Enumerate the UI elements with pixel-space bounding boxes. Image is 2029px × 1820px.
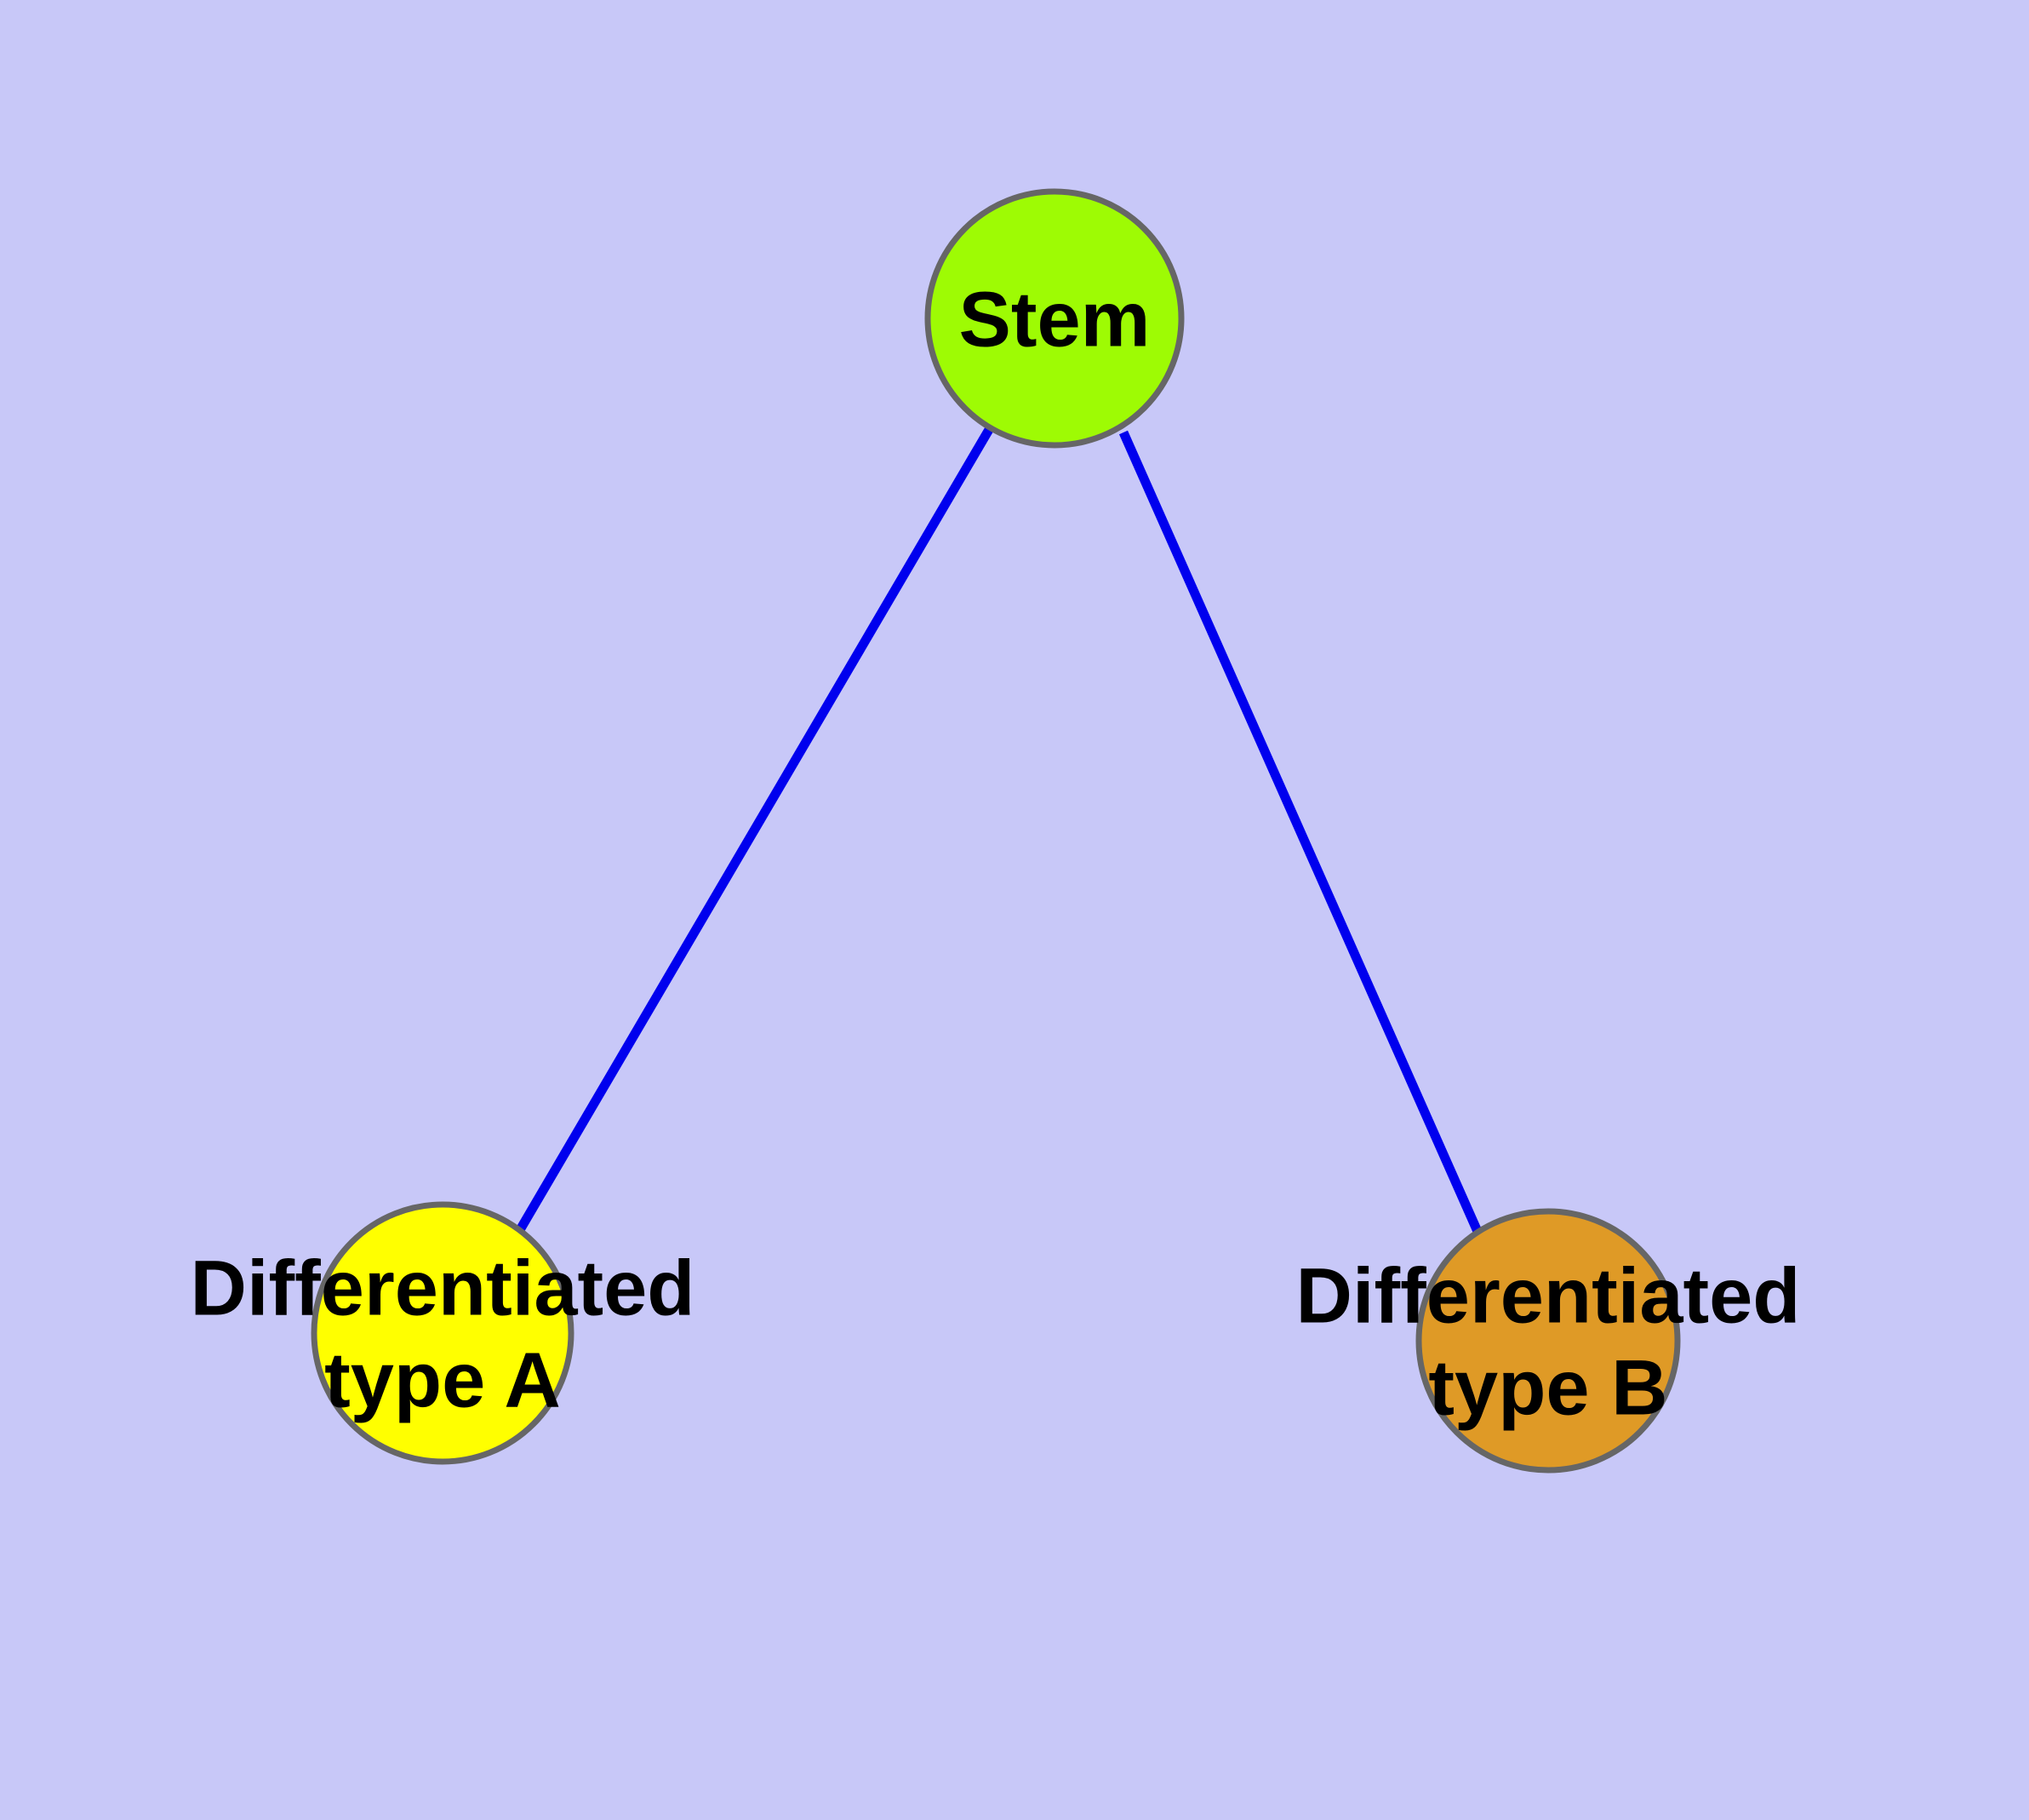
node-differentiated-type-a-circle[interactable] bbox=[311, 1201, 574, 1465]
edges-layer bbox=[517, 426, 1484, 1238]
node-label-line: type A bbox=[324, 1337, 561, 1424]
node-stem-circle[interactable] bbox=[924, 188, 1185, 449]
node-label-line: Differentiated bbox=[191, 1245, 695, 1332]
edge-stem-to-differentiated-type-b bbox=[1118, 430, 1484, 1238]
node-label-line: Differentiated bbox=[1296, 1253, 1801, 1340]
node-stem-label: Stem bbox=[959, 277, 1151, 363]
nodes-layer bbox=[311, 188, 1681, 1474]
node-label-line: Stem bbox=[959, 277, 1151, 363]
node-differentiated-type-b-circle[interactable] bbox=[1415, 1208, 1681, 1474]
node-label-line: type B bbox=[1428, 1345, 1667, 1432]
edge-stem-to-differentiated-type-a bbox=[517, 426, 994, 1231]
